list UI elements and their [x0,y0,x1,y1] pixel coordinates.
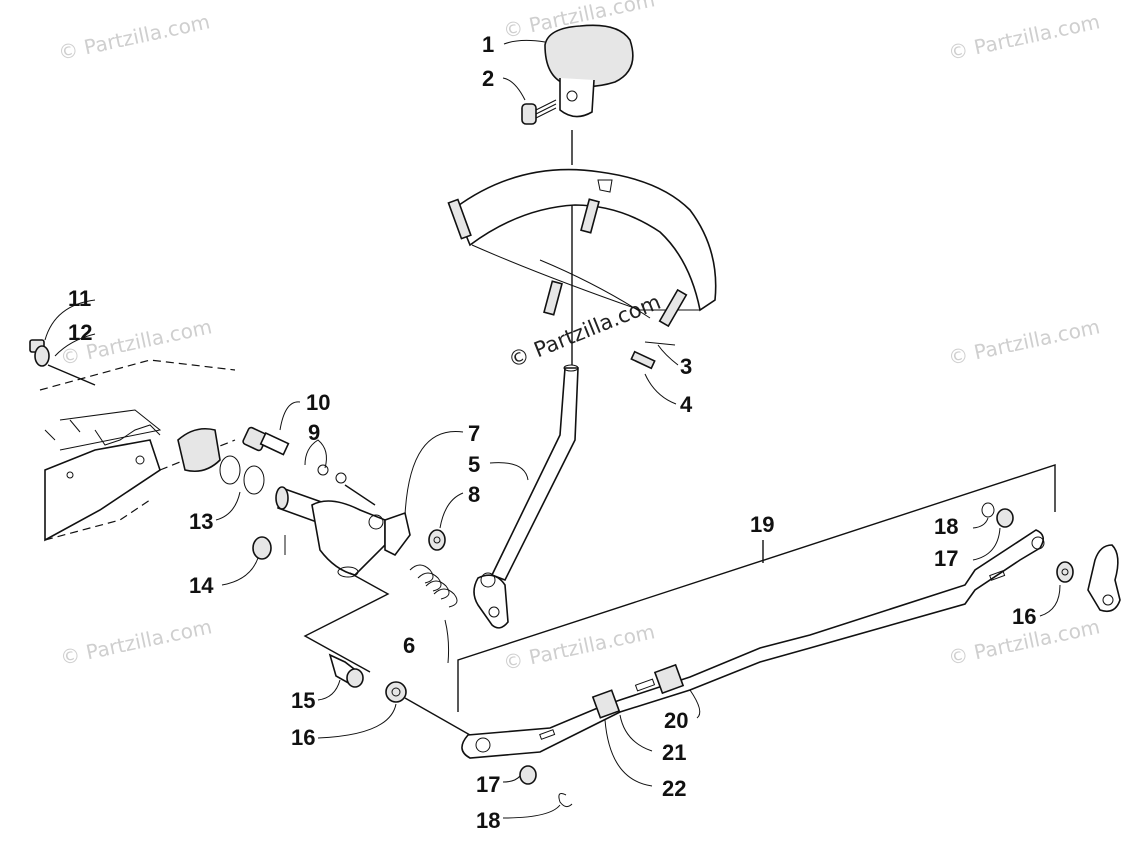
callout-8: 8 [468,482,480,507]
callout-labels: 1 2 3 4 5 6 7 8 9 10 11 12 13 14 15 16 1… [68,32,1036,833]
watermark: © Partzilla.com [58,614,214,670]
callout-20: 20 [664,708,688,733]
fitting-parts [242,426,376,506]
callout-9: 9 [308,420,320,445]
lower-washer-clip-parts [519,765,573,808]
nut-part [428,529,446,551]
bolt-washer-parts [29,339,96,386]
callout-18: 18 [934,514,958,539]
pin-parts [630,341,676,370]
callout-22: 22 [662,776,686,801]
callout-15: 15 [291,688,315,713]
callout-7: 7 [468,421,480,446]
callout-16: 16 [291,725,315,750]
callout-18: 18 [476,808,500,833]
callout-19: 19 [750,512,774,537]
callout-16: 16 [1012,604,1036,629]
shift-gate-part [447,168,717,365]
callout-6: 6 [403,633,415,658]
shaft-assembly-part [275,486,411,578]
callout-2: 2 [482,66,494,91]
frame-bracket-part [39,359,236,542]
callout-13: 13 [189,509,213,534]
assembly-leader-lines [303,572,390,673]
shift-lever-part [473,364,579,629]
o-ring-parts [219,455,265,495]
callout-3: 3 [680,354,692,379]
callout-1: 1 [482,32,494,57]
watermark: © Partzilla.com [946,314,1102,370]
right-end-parts [981,502,1121,613]
callout-5: 5 [468,452,480,477]
callout-12: 12 [68,320,92,345]
callout-4: 4 [680,392,693,417]
callout-17: 17 [476,772,500,797]
callout-19-bracket [457,464,1056,712]
watermark: © Partzilla.com [501,619,657,675]
leader-lines [44,39,1061,819]
watermark: © Partzilla.com [56,9,212,65]
callout-17: 17 [934,546,958,571]
screw-part [521,99,557,125]
watermark: © Partzilla.com [946,9,1102,65]
lock-nut-part [252,535,286,560]
ball-stud-part [328,653,471,736]
shift-rod-part [461,529,1045,759]
shift-knob-part [544,24,634,165]
callout-14: 14 [189,573,214,598]
callout-21: 21 [662,740,686,765]
callout-10: 10 [306,390,330,415]
spring-part [409,564,458,608]
callout-11: 11 [68,286,91,311]
